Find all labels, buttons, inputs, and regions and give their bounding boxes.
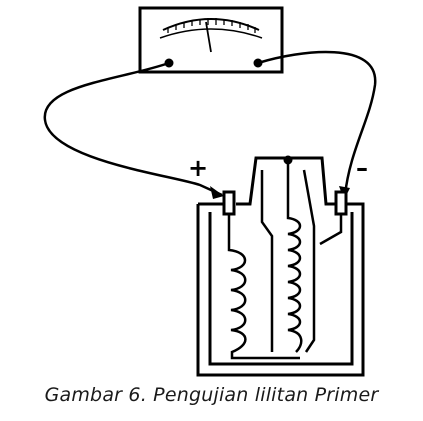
positive-polarity-symbol: +: [188, 154, 208, 182]
coil-top-cap: [236, 156, 336, 206]
ohmmeter-scale-arc: [162, 18, 260, 31]
negative-primary-terminal: [334, 190, 348, 216]
negative-test-lead: [257, 50, 377, 196]
secondary-winding: [286, 160, 303, 353]
coil-outer-case: [196, 202, 365, 377]
coil-inner-case: [208, 212, 354, 366]
ohmmeter-body: [138, 6, 284, 74]
ohmmeter-needle: [205, 21, 212, 53]
ohmmeter-scale-ticks: [167, 18, 256, 33]
secondary-winding-casing: [302, 169, 316, 353]
positive-test-lead: [43, 61, 223, 197]
negative-polarity-symbol: –: [356, 154, 368, 182]
primary-winding-left: [227, 214, 300, 360]
negative-winding-lead: [319, 214, 343, 246]
ignition-coil: [196, 155, 365, 377]
figure-caption: Gambar 6. Pengujian lilitan Primer: [44, 384, 379, 406]
positive-lead-arrowhead: [210, 186, 224, 199]
test-leads: [43, 50, 377, 197]
coil-core-line: [260, 170, 274, 352]
positive-primary-terminal: [222, 190, 236, 216]
